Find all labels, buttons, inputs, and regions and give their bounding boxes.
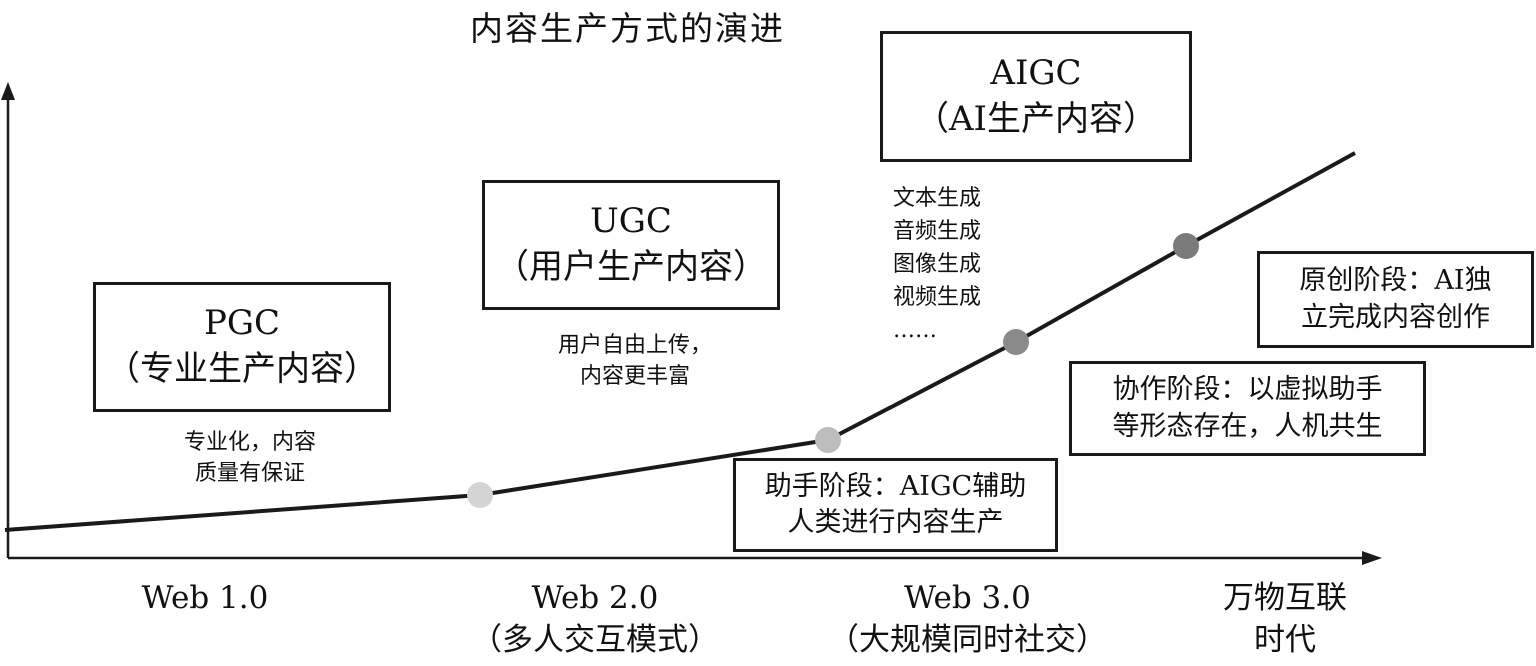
axis-label-web2: Web 2.0 （多人交互模式） xyxy=(471,580,719,658)
pgc-note-line: 专业化，内容 xyxy=(183,430,316,455)
aigc-note: 文本生成 音频生成 图像生成 视频生成 …… xyxy=(893,182,981,347)
aigc-note-line: 图像生成 xyxy=(893,252,982,277)
aigc-note-line: 音频生成 xyxy=(893,219,982,244)
y-axis-arrow-icon xyxy=(1,82,15,100)
ugc-code: UGC xyxy=(590,201,672,242)
assistant-stage-line: 助手阶段：AIGC辅助 xyxy=(764,470,1027,502)
y-axis xyxy=(1,82,15,558)
aigc-note-line: …… xyxy=(893,318,937,343)
pgc-note: 专业化，内容 质量有保证 xyxy=(150,428,350,490)
stage-dot-collaboration xyxy=(1003,329,1029,355)
axis-label-web1: Web 1.0 xyxy=(141,580,269,616)
ugc-note-line: 用户自由上传， xyxy=(557,333,712,358)
pgc-code: PGC xyxy=(203,303,281,344)
stage-dot-assistant xyxy=(815,427,841,453)
original-stage-line: 立完成内容创作 xyxy=(1301,301,1490,333)
ugc-box: UGC （用户生产内容） xyxy=(482,180,780,310)
aigc-box: AIGC （AI生产内容） xyxy=(880,31,1192,162)
ugc-note-line: 内容更丰富 xyxy=(579,363,690,389)
stage-dot-original xyxy=(1173,233,1199,259)
assistant-stage-box: 助手阶段：AIGC辅助 人类进行内容生产 xyxy=(733,458,1058,552)
ugc-desc: （用户生产内容） xyxy=(495,247,767,287)
aigc-code: AIGC xyxy=(990,52,1082,93)
diagram-title: 内容生产方式的演进 xyxy=(470,9,785,48)
collaboration-stage-line: 等形态存在，人机共生 xyxy=(1112,410,1383,442)
x-axis-arrow-icon xyxy=(1362,551,1382,565)
growth-curve xyxy=(4,151,1356,532)
aigc-desc: （AI生产内容） xyxy=(915,98,1157,139)
aigc-note-line: 文本生成 xyxy=(893,186,982,211)
collaboration-stage-box: 协作阶段：以虚拟助手 等形态存在，人机共生 xyxy=(1069,361,1426,456)
aigc-note-line: 视频生成 xyxy=(893,285,982,310)
ugc-note: 用户自由上传， 内容更丰富 xyxy=(530,331,740,393)
x-axis xyxy=(8,551,1382,565)
pgc-box: PGC （专业生产内容） xyxy=(93,282,391,412)
original-stage-box: 原创阶段：AI独 立完成内容创作 xyxy=(1257,251,1534,348)
pgc-desc: （专业生产内容） xyxy=(106,349,378,389)
pgc-note-line: 质量有保证 xyxy=(194,460,305,486)
collaboration-stage-line: 协作阶段：以虚拟助手 xyxy=(1112,374,1383,406)
axis-label-iot-era: 万物互联 时代 xyxy=(1223,580,1347,658)
axis-label-web3: Web 3.0 （大规模同时社交） xyxy=(828,580,1107,658)
stage-dot-web2 xyxy=(467,482,493,508)
assistant-stage-line: 人类进行内容生产 xyxy=(787,507,1004,538)
original-stage-line: 原创阶段：AI独 xyxy=(1299,265,1492,297)
